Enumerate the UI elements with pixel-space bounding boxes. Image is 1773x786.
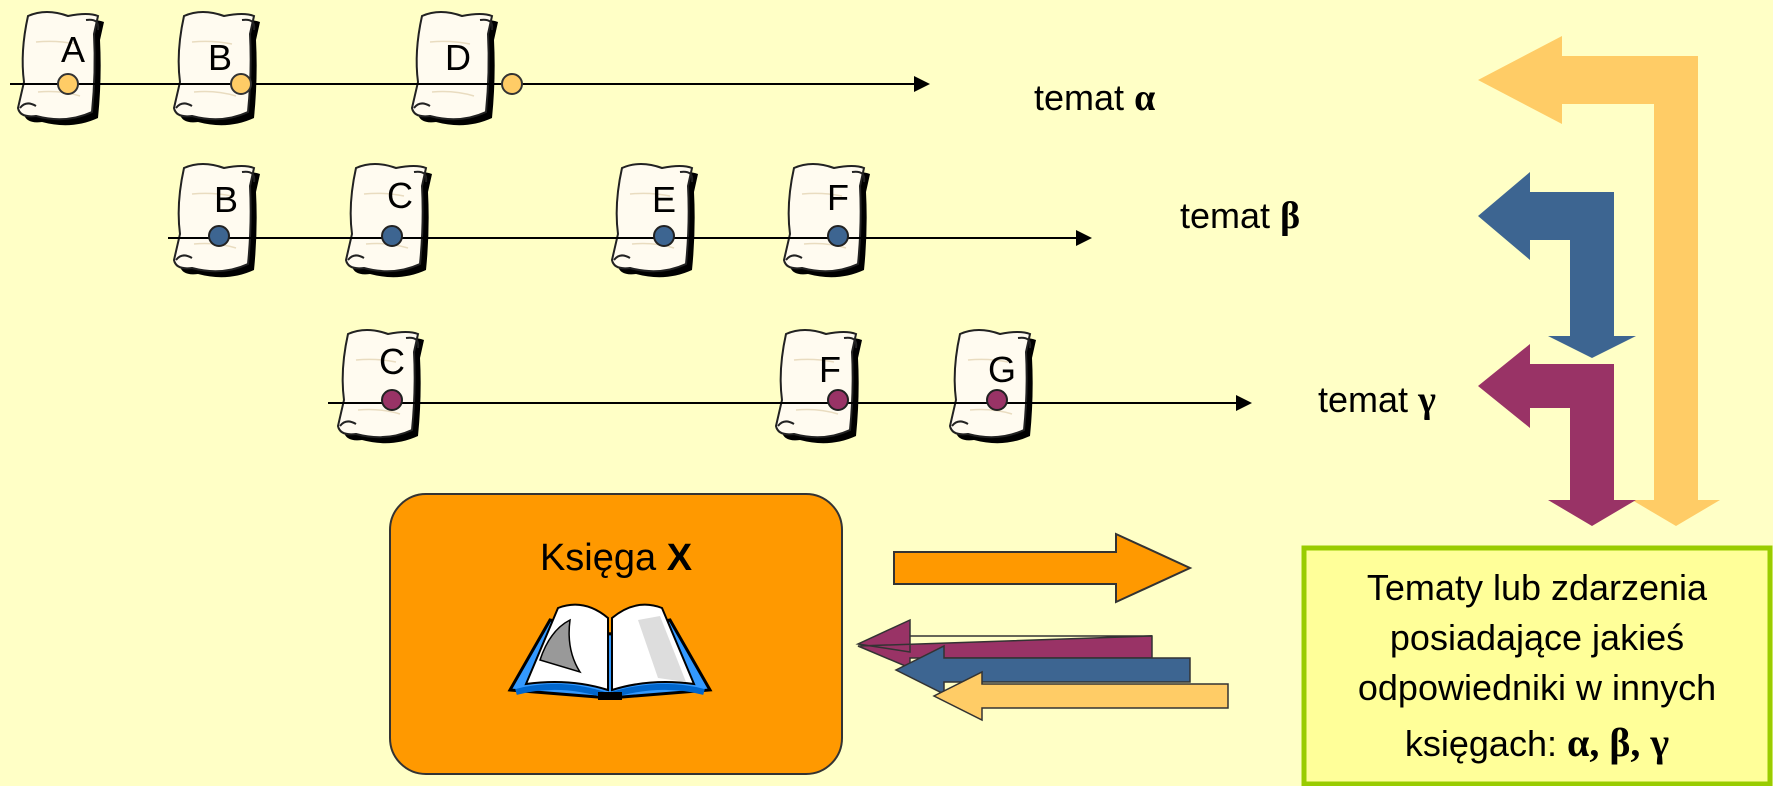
- note-line-1: Tematy lub zdarzenia: [1367, 567, 1708, 608]
- event-dot-b: [208, 225, 230, 247]
- event-label: F: [827, 177, 849, 218]
- event-dot-c: [381, 389, 403, 411]
- timeline-arrowhead: [1076, 230, 1092, 246]
- scroll-event-g: G: [949, 329, 1037, 445]
- event-label: G: [988, 349, 1016, 390]
- event-label: C: [387, 175, 413, 216]
- event-label: E: [652, 179, 676, 220]
- note-line-4: księgach: α, β, γ: [1405, 720, 1670, 765]
- event-label: D: [445, 37, 471, 78]
- scroll-event-c: C: [337, 329, 425, 445]
- note-box-background: [1301, 545, 1773, 786]
- bent-arrow-alpha: [1478, 36, 1720, 526]
- open-book-icon: [507, 603, 713, 700]
- arrow-left-alpha: [932, 670, 1229, 722]
- event-dot-f: [827, 225, 849, 247]
- event-label: B: [208, 37, 232, 78]
- topic-label-gamma: temat γ: [1318, 379, 1436, 421]
- scroll-event-c: C: [345, 163, 433, 279]
- bent-arrow-gamma: [1478, 344, 1636, 526]
- arrow-right-orange: [893, 532, 1193, 604]
- event-dot-e: [653, 225, 675, 247]
- scroll-event-f: F: [775, 329, 863, 445]
- event-dot-g: [986, 389, 1008, 411]
- relation-arrows: [1478, 36, 1720, 526]
- event-label: A: [61, 29, 85, 70]
- scroll-event-b: B: [173, 163, 261, 279]
- timeline-arrowhead: [1236, 395, 1252, 411]
- scroll-event-d: D: [411, 11, 499, 127]
- note-box: Tematy lub zdarzenia posiadające jakieś …: [1301, 545, 1773, 786]
- timeline-alpha: A B D temat α: [10, 11, 1155, 127]
- event-dot-a: [57, 73, 79, 95]
- topic-label-beta: temat β: [1180, 195, 1300, 237]
- note-line-2: posiadające jakieś: [1390, 617, 1684, 658]
- scroll-event-e: E: [611, 163, 699, 279]
- scroll-event-f: F: [783, 163, 871, 279]
- scroll-event-a: A: [17, 11, 105, 127]
- timeline-arrowhead: [914, 76, 930, 92]
- event-dot-c: [381, 225, 403, 247]
- event-label: C: [379, 341, 405, 382]
- event-dot-b: [230, 73, 252, 95]
- event-label: B: [214, 179, 238, 220]
- topic-label-alpha: temat α: [1034, 77, 1155, 119]
- book-x-box: Księga X: [389, 493, 843, 775]
- event-dot-f: [827, 389, 849, 411]
- timeline-beta: B C E F temat β: [168, 163, 1300, 279]
- timeline-gamma: C F G temat γ: [328, 329, 1436, 445]
- exchange-arrows: [855, 532, 1229, 722]
- note-line-3: odpowiedniki w innych: [1358, 667, 1716, 708]
- book-title: Księga X: [540, 537, 693, 579]
- event-label: F: [819, 349, 841, 390]
- scroll-event-b: B: [173, 11, 261, 127]
- bent-arrow-beta: [1478, 172, 1636, 358]
- event-dot-d: [501, 73, 523, 95]
